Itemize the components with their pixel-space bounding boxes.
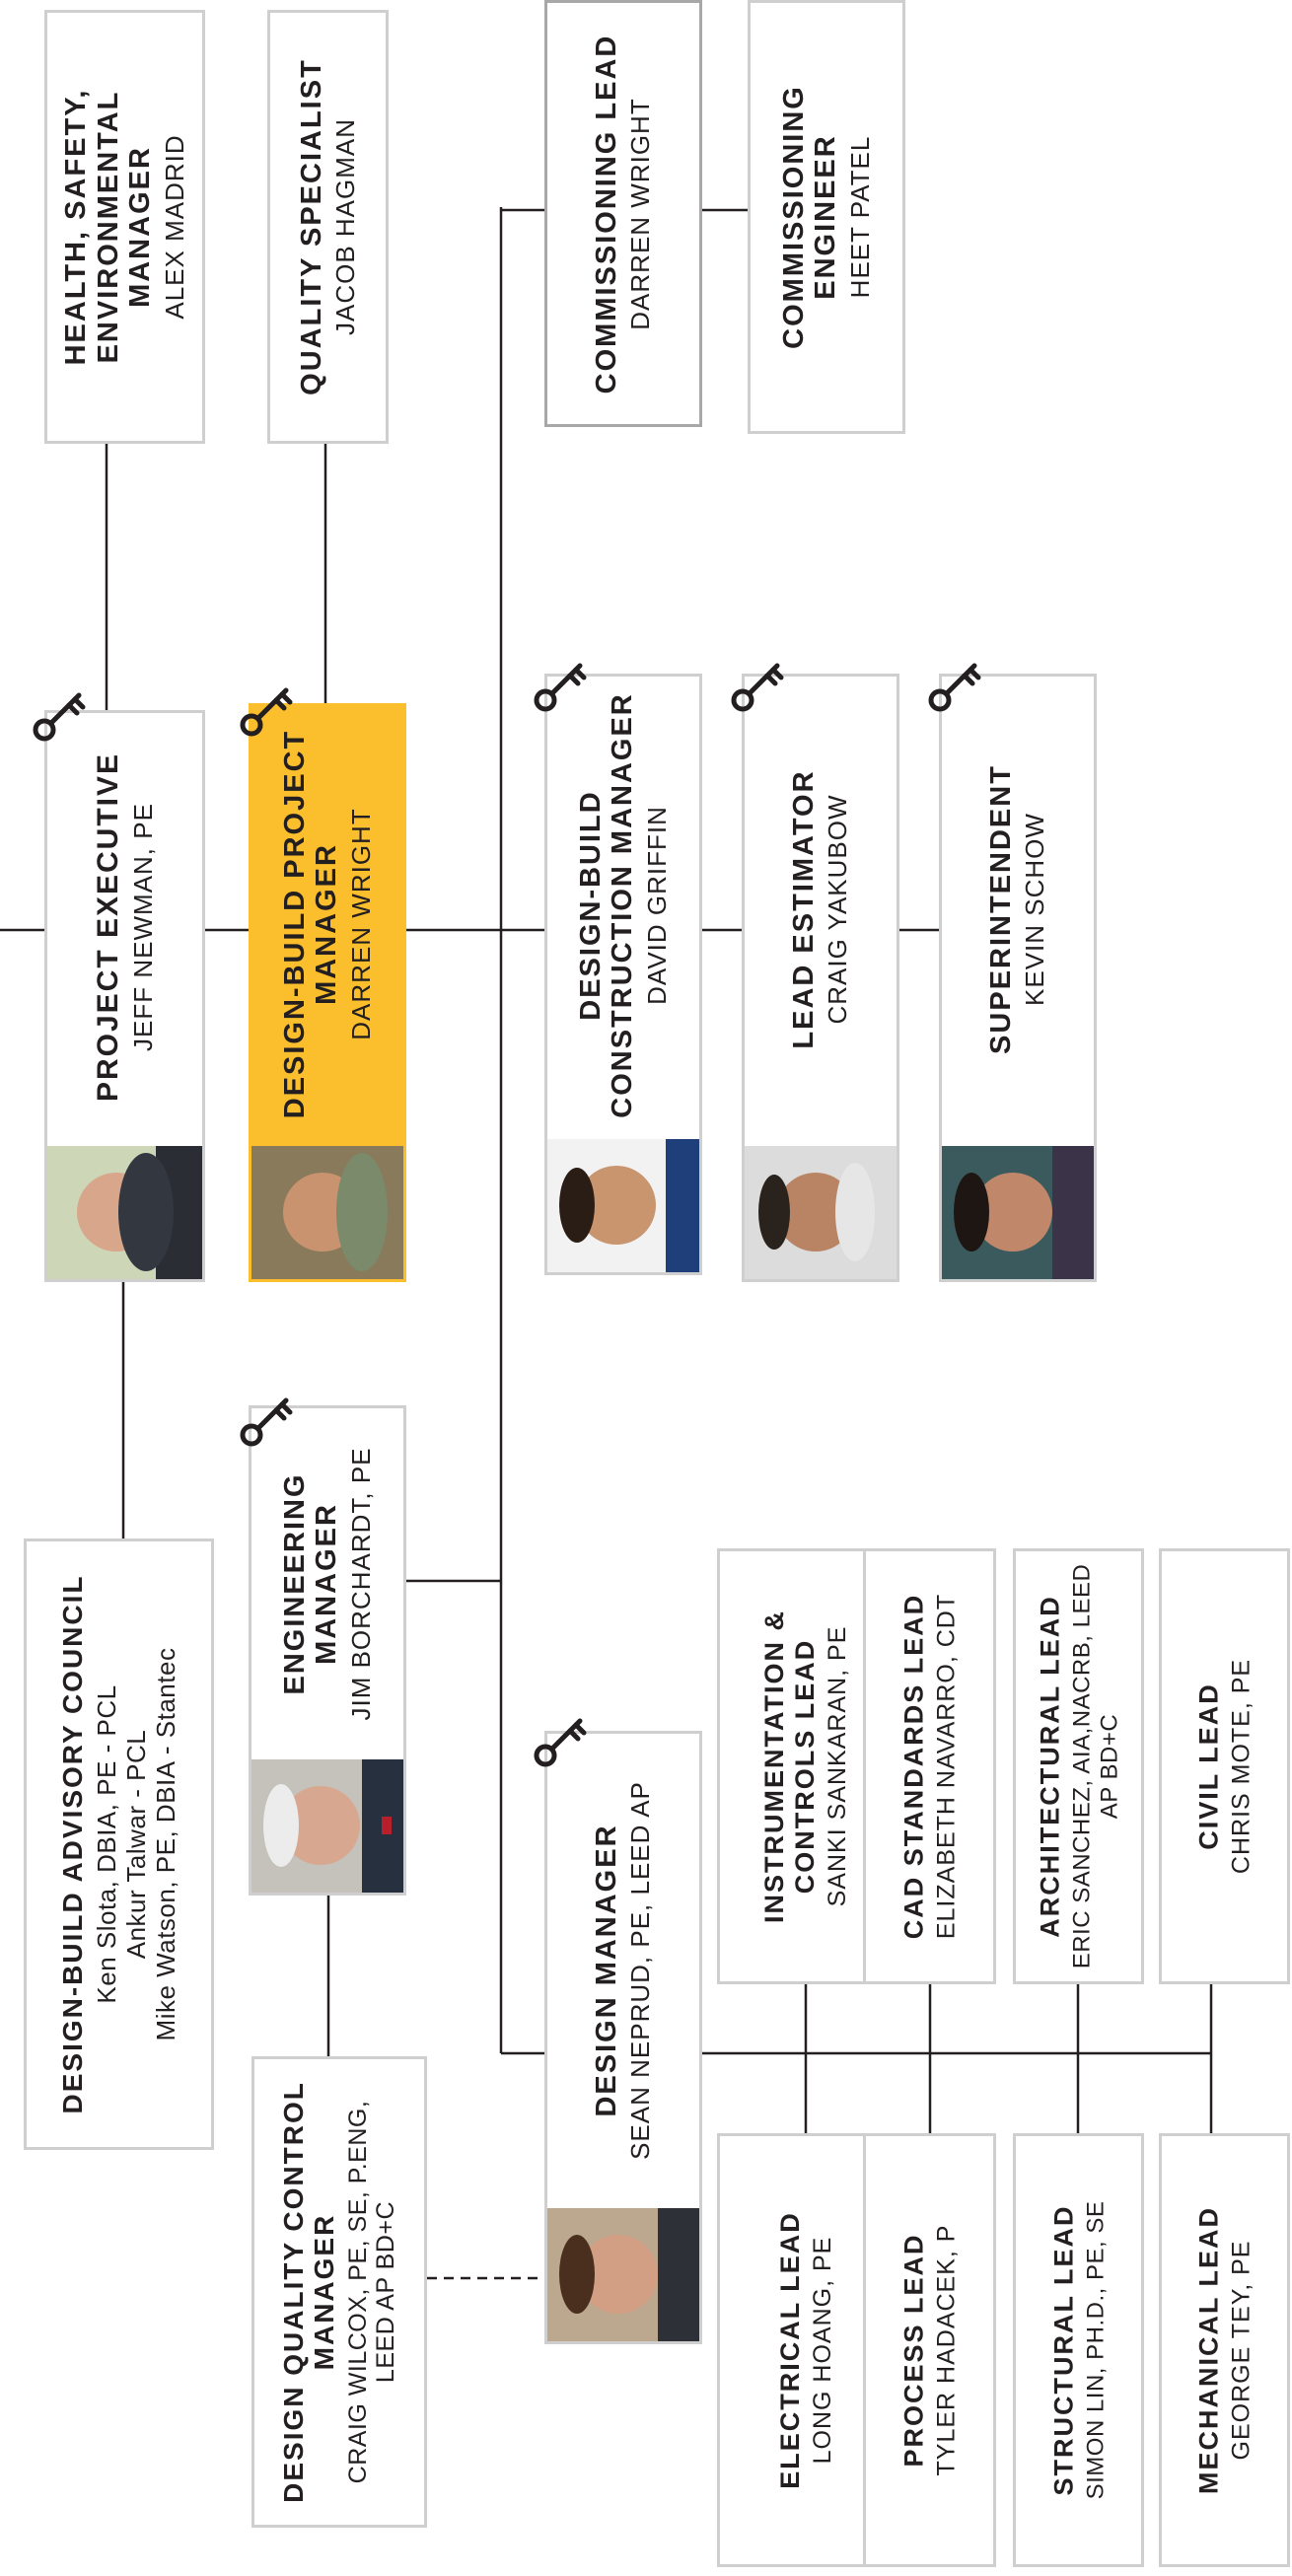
commissioning-lead-title: COMMISSIONING LEAD bbox=[590, 34, 622, 394]
civil-lead-box: CIVIL LEAD CHRIS MOTE, PE bbox=[1159, 1548, 1290, 1984]
key-icon bbox=[534, 663, 587, 712]
lead-estimator-photo bbox=[745, 1146, 897, 1279]
process-lead-name: TYLER HADACEK, P bbox=[932, 2224, 961, 2476]
hse-manager-box: HEALTH, SAFETY, ENVIRONMENTAL MANAGER AL… bbox=[44, 10, 205, 444]
mechanical-lead-box: MECHANICAL LEAD GEORGE TEY, PE bbox=[1159, 2133, 1290, 2567]
process-lead-title: PROCESS LEAD bbox=[898, 2233, 928, 2468]
design-manager-title: DESIGN MANAGER bbox=[590, 1824, 622, 2117]
advisory-council-member: Ankur Talwar - PCL bbox=[120, 1729, 151, 1960]
db-construction-manager-title: DESIGN-BUILD CONSTRUCTION MANAGER bbox=[574, 692, 639, 1118]
key-icon bbox=[534, 1718, 587, 1767]
db-construction-manager-photo bbox=[547, 1139, 699, 1272]
structural-lead-box: STRUCTURAL LEAD SIMON LIN, PH.D., PE, SE bbox=[1013, 2133, 1144, 2567]
quality-specialist-title: QUALITY SPECIALIST bbox=[295, 58, 327, 395]
advisory-council-member: Ken Slota, DBIA, PE - PCL bbox=[91, 1684, 121, 2004]
superintendent-box: SUPERINTENDENT KEVIN SCHOW bbox=[939, 674, 1097, 1282]
advisory-council-box: DESIGN-BUILD ADVISORY COUNCIL Ken Slota,… bbox=[24, 1538, 214, 2150]
architectural-lead-name: ERIC SANCHEZ, AIA,NACRB, LEED AP BD+C bbox=[1068, 1563, 1122, 1969]
ic-lead-name: SANKI SANKARAN, PE bbox=[823, 1625, 851, 1907]
engineering-manager-photo bbox=[251, 1759, 403, 1893]
db-project-manager-box: DESIGN-BUILD PROJECT MANAGER DARREN WRIG… bbox=[249, 703, 406, 1282]
key-icon bbox=[240, 687, 293, 737]
design-qc-manager-title: DESIGN QUALITY CONTROL MANAGER bbox=[277, 2081, 340, 2503]
cad-lead-name: ELIZABETH NAVARRO, CDT bbox=[932, 1593, 961, 1940]
db-construction-manager-box: DESIGN-BUILD CONSTRUCTION MANAGER DAVID … bbox=[544, 674, 702, 1275]
hse-manager-name: ALEX MADRID bbox=[159, 134, 189, 320]
advisory-council-member: Mike Watson, PE, DBIA - Stantec bbox=[150, 1647, 180, 2041]
commissioning-lead-box: COMMISSIONING LEAD DARREN WRIGHT bbox=[544, 0, 702, 427]
key-icon bbox=[731, 663, 784, 712]
engineering-manager-name: JIM BORCHARDT, PE bbox=[345, 1446, 376, 1721]
design-manager-box: DESIGN MANAGER SEAN NEPRUD, PE, LEED AP bbox=[544, 1731, 702, 2344]
commissioning-engineer-name: HEET PATEL bbox=[844, 135, 875, 299]
architectural-lead-title: ARCHITECTURAL LEAD bbox=[1034, 1595, 1064, 1938]
lead-estimator-box: LEAD ESTIMATOR CRAIG YAKUBOW bbox=[742, 674, 899, 1282]
key-icon bbox=[33, 692, 86, 742]
electrical-lead-title: ELECTRICAL LEAD bbox=[774, 2211, 805, 2489]
design-qc-manager-name: CRAIG WILCOX, PE, SE, P.ENG, LEED AP BD+… bbox=[343, 2100, 400, 2484]
structural-lead-name: SIMON LIN, PH.D., PE, SE bbox=[1081, 2200, 1109, 2500]
quality-specialist-box: QUALITY SPECIALIST JACOB HAGMAN bbox=[267, 10, 389, 444]
db-construction-manager-name: DAVID GRIFFIN bbox=[641, 806, 672, 1005]
superintendent-name: KEVIN SCHOW bbox=[1020, 812, 1050, 1006]
cad-lead-title: CAD STANDARDS LEAD bbox=[898, 1593, 928, 1940]
quality-specialist-name: JACOB HAGMAN bbox=[329, 117, 360, 336]
cad-lead-box: CAD STANDARDS LEAD ELIZABETH NAVARRO, CD… bbox=[863, 1548, 996, 1984]
process-lead-box: PROCESS LEAD TYLER HADACEK, P bbox=[863, 2133, 996, 2567]
mechanical-lead-name: GEORGE TEY, PE bbox=[1227, 2240, 1256, 2461]
key-icon bbox=[928, 663, 981, 712]
commissioning-engineer-box: COMMISSIONING ENGINEER HEET PATEL bbox=[748, 0, 905, 434]
electrical-lead-name: LONG HOANG, PE bbox=[808, 2236, 836, 2465]
commissioning-engineer-title: COMMISSIONING ENGINEER bbox=[777, 85, 842, 349]
design-qc-manager-box: DESIGN QUALITY CONTROL MANAGER CRAIG WIL… bbox=[251, 2056, 427, 2528]
engineering-manager-box: ENGINEERING MANAGER JIM BORCHARDT, PE bbox=[249, 1405, 406, 1896]
project-executive-title: PROJECT EXECUTIVE bbox=[91, 751, 124, 1103]
db-project-manager-photo bbox=[251, 1146, 403, 1279]
superintendent-photo bbox=[942, 1146, 1094, 1279]
project-executive-name: JEFF NEWMAN, PE bbox=[127, 803, 158, 1051]
design-manager-photo bbox=[547, 2208, 699, 2341]
advisory-council-title: DESIGN-BUILD ADVISORY COUNCIL bbox=[56, 1574, 88, 2114]
civil-lead-title: CIVIL LEAD bbox=[1193, 1682, 1223, 1850]
db-project-manager-title: DESIGN-BUILD PROJECT MANAGER bbox=[278, 729, 343, 1118]
superintendent-title: SUPERINTENDENT bbox=[984, 763, 1017, 1054]
lead-estimator-title: LEAD ESTIMATOR bbox=[787, 768, 820, 1049]
civil-lead-name: CHRIS MOTE, PE bbox=[1227, 1658, 1256, 1875]
ic-lead-title: INSTRUMENTATION & CONTROLS LEAD bbox=[759, 1610, 820, 1923]
design-manager-name: SEAN NEPRUD, PE, LEED AP bbox=[625, 1781, 656, 2160]
mechanical-lead-title: MECHANICAL LEAD bbox=[1193, 2206, 1223, 2494]
architectural-lead-box: ARCHITECTURAL LEAD ERIC SANCHEZ, AIA,NAC… bbox=[1013, 1548, 1144, 1984]
db-project-manager-name: DARREN WRIGHT bbox=[345, 807, 376, 1040]
key-icon bbox=[240, 1397, 293, 1447]
project-executive-box: PROJECT EXECUTIVE JEFF NEWMAN, PE bbox=[44, 710, 205, 1282]
lead-estimator-name: CRAIG YAKUBOW bbox=[823, 793, 853, 1025]
engineering-manager-title: ENGINEERING MANAGER bbox=[278, 1471, 343, 1695]
structural-lead-title: STRUCTURAL LEAD bbox=[1047, 2204, 1078, 2496]
commissioning-lead-name: DARREN WRIGHT bbox=[625, 97, 656, 330]
hse-manager-title: HEALTH, SAFETY, ENVIRONMENTAL MANAGER bbox=[59, 88, 156, 366]
project-executive-photo bbox=[47, 1146, 202, 1279]
